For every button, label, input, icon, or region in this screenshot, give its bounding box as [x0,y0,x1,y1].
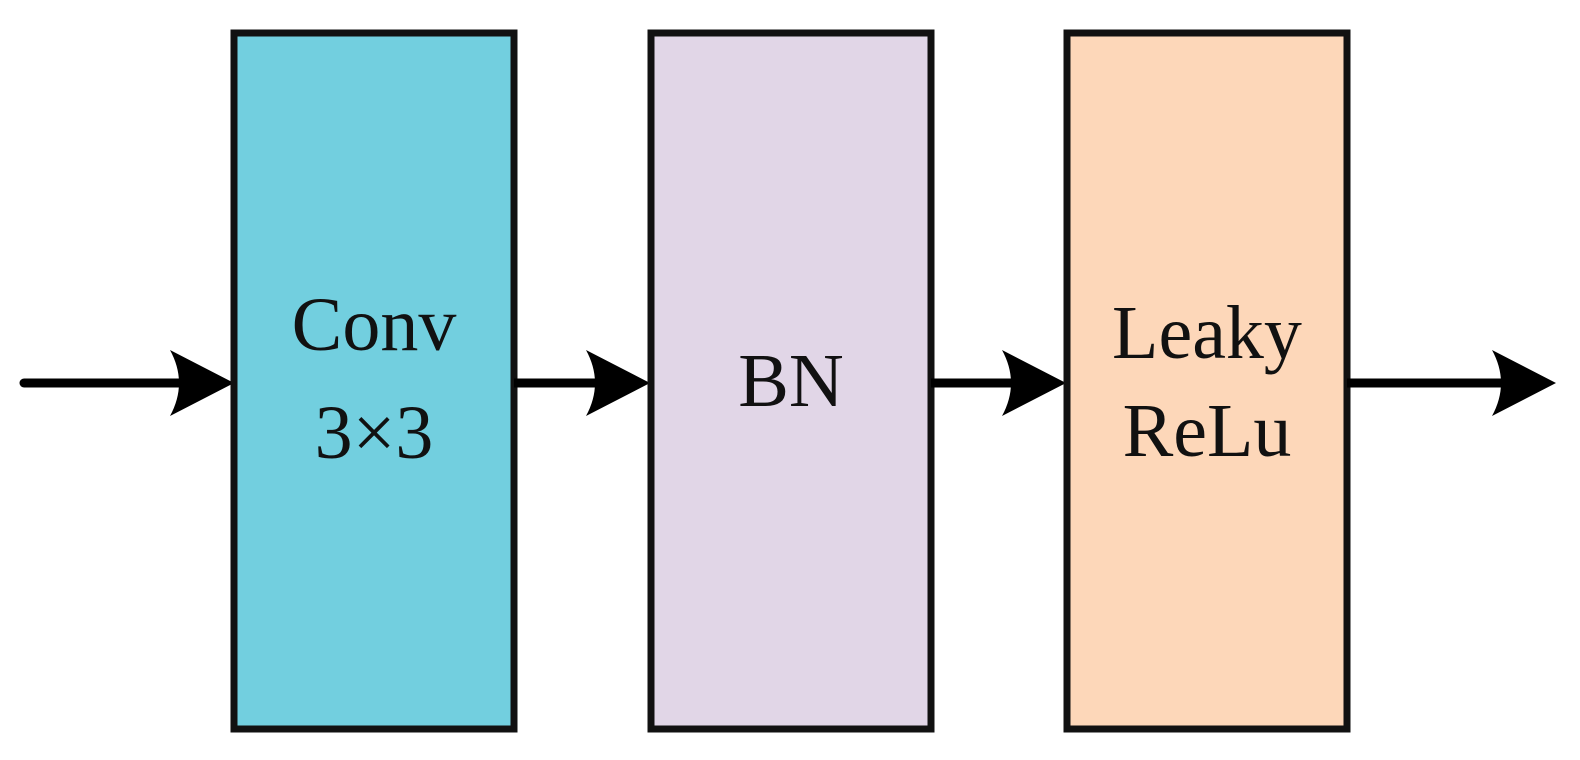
leaky-relu-label-line2: ReLu [1123,389,1292,473]
conv-label-line1: Conv [292,283,457,367]
bn-block: BN [647,29,935,733]
arrow-bn-to-relu-head [1002,350,1066,416]
arrow-conv-to-bn-head [586,350,650,416]
bn-label: BN [738,339,844,423]
output-arrowhead [1492,350,1556,416]
input-arrowhead [170,350,234,416]
arrow-bn-to-relu [931,350,1066,416]
conv-block-box [230,29,518,733]
conv-block: Conv 3×3 [230,29,518,733]
leaky-relu-block-box [1063,29,1351,733]
bn-block-box [647,29,935,733]
arrow-conv-to-bn [514,350,650,416]
input-arrow [19,350,234,416]
leaky-relu-block: Leaky ReLu [1063,29,1351,733]
output-arrow [1347,350,1556,416]
leaky-relu-label-line1: Leaky [1112,291,1302,375]
conv-label-line2: 3×3 [315,391,434,475]
